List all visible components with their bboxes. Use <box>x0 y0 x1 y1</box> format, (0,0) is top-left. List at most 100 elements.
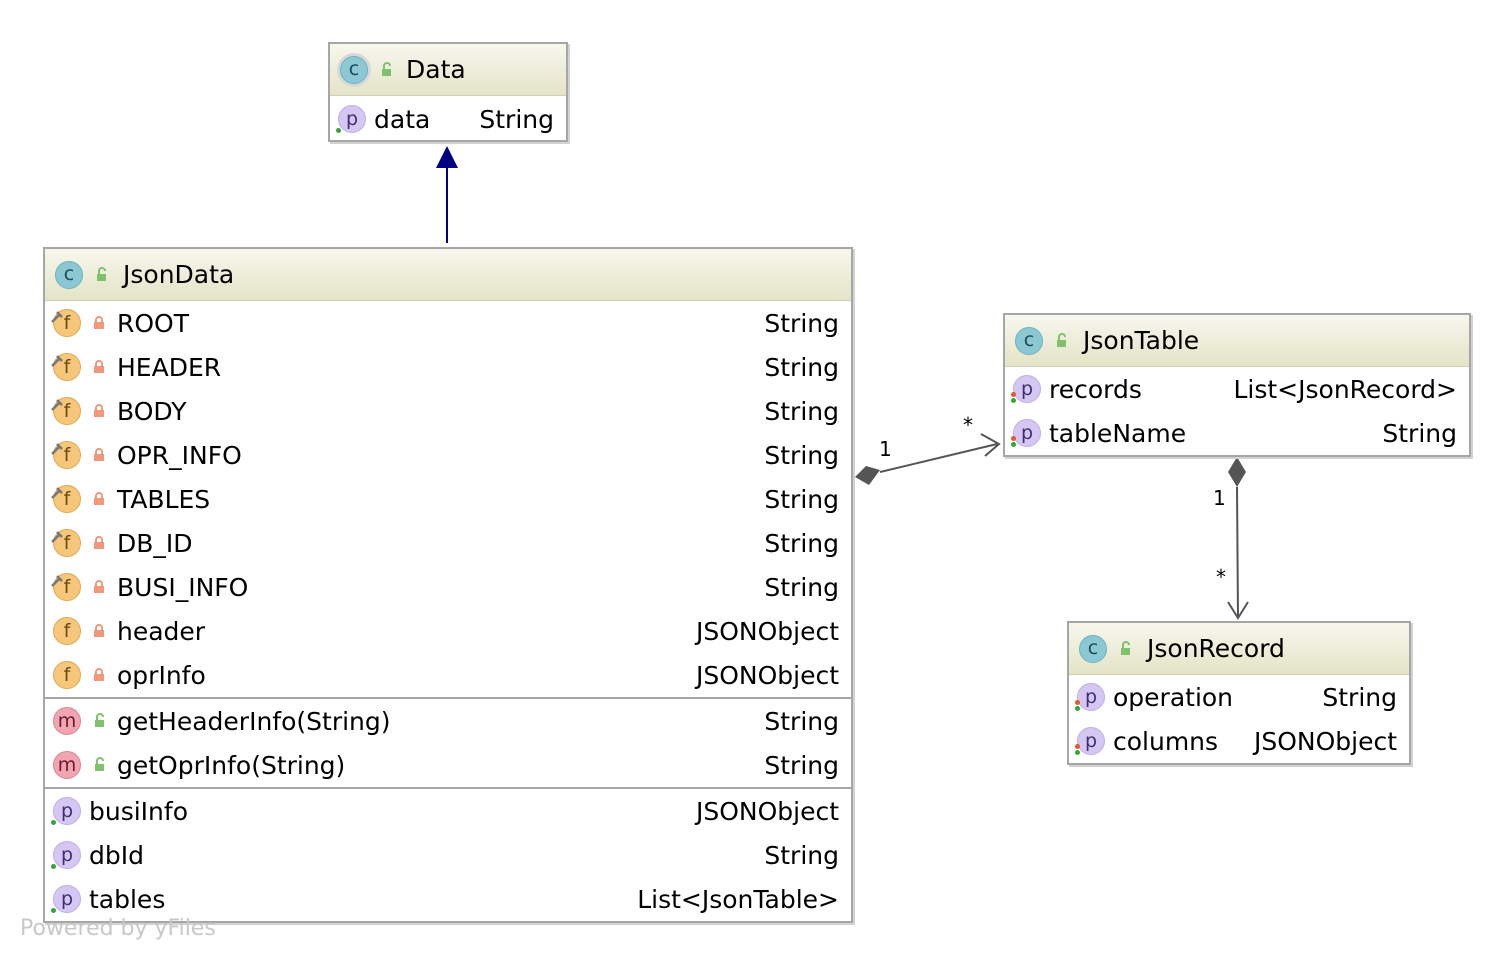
public-visibility-icon <box>97 266 106 281</box>
field-row-static[interactable]: f OPR_INFO String <box>45 433 851 477</box>
field-name: OPR_INFO <box>117 440 242 470</box>
field-row[interactable]: f oprInfo JSONObject <box>45 653 851 697</box>
multiplicity-source-jsondata: 1 <box>879 437 892 461</box>
property-type: String <box>764 840 839 870</box>
property-icon: p <box>1075 683 1105 711</box>
property-type: String <box>479 104 554 134</box>
field-type: String <box>764 528 839 558</box>
property-row[interactable]: p busiInfo JSONObject <box>45 789 851 833</box>
method-row[interactable]: m getOprInfo(String) String <box>45 743 851 787</box>
field-name: ROOT <box>117 308 189 338</box>
property-name: operation <box>1113 682 1234 712</box>
class-name: JsonData <box>123 260 235 289</box>
property-row[interactable]: p data String <box>330 96 566 142</box>
class-icon: c <box>340 55 368 84</box>
field-row-static[interactable]: f BUSI_INFO String <box>45 565 851 609</box>
property-type: List<JsonTable> <box>637 884 839 914</box>
property-icon: p <box>51 797 81 825</box>
private-lock-icon <box>94 360 104 373</box>
multiplicity-source-jsontable: 1 <box>1213 486 1226 510</box>
class-name: JsonRecord <box>1147 634 1285 663</box>
property-row[interactable]: p records List<JsonRecord> <box>1005 367 1469 411</box>
class-icon: c <box>55 260 83 289</box>
property-icon: p <box>1011 419 1041 447</box>
private-lock-icon <box>94 404 104 417</box>
method-name: getHeaderInfo(String) <box>117 706 391 736</box>
private-lock-icon <box>94 536 104 549</box>
field-name: HEADER <box>117 352 222 382</box>
method-name: getOprInfo(String) <box>117 750 346 780</box>
field-name: BUSI_INFO <box>117 572 249 602</box>
class-jsondata[interactable]: c JsonData f ROOT String f HEADER String… <box>43 247 853 923</box>
class-name: Data <box>406 55 466 84</box>
multiplicity-target-jsonrecord: * <box>1216 565 1226 589</box>
property-type: JSONObject <box>695 796 839 826</box>
field-type: String <box>764 440 839 470</box>
property-section: p records List<JsonRecord> p tableName S… <box>1005 367 1469 455</box>
method-icon: m <box>53 707 81 735</box>
watermark: Powered by yFiles <box>20 916 216 941</box>
method-return-type: String <box>764 706 839 736</box>
field-type: String <box>764 572 839 602</box>
field-type: String <box>764 352 839 382</box>
field-type: String <box>764 484 839 514</box>
field-row[interactable]: f header JSONObject <box>45 609 851 653</box>
inheritance-arrowhead <box>436 146 458 168</box>
property-icon: p <box>1011 375 1041 403</box>
class-header-jsonrecord[interactable]: c JsonRecord <box>1069 623 1409 675</box>
private-lock-icon <box>94 580 104 593</box>
static-final-field-icon: f <box>51 353 81 381</box>
public-visibility-icon <box>95 713 104 727</box>
property-row[interactable]: p columns JSONObject <box>1069 719 1409 763</box>
property-icon: p <box>51 841 81 869</box>
property-row[interactable]: p operation String <box>1069 675 1409 719</box>
private-lock-icon <box>94 668 104 681</box>
field-row-static[interactable]: f TABLES String <box>45 477 851 521</box>
static-final-field-icon: f <box>51 397 81 425</box>
class-jsonrecord[interactable]: c JsonRecord p operation String p column… <box>1067 621 1411 765</box>
multiplicity-target-jsontable: * <box>963 413 973 437</box>
static-final-field-icon: f <box>51 529 81 557</box>
composition-edge-jsontable-jsonrecord <box>1236 486 1239 618</box>
field-type: JSONObject <box>695 660 839 690</box>
method-return-type: String <box>764 750 839 780</box>
private-lock-icon <box>94 624 104 637</box>
property-row[interactable]: p tableName String <box>1005 411 1469 455</box>
class-data[interactable]: c Data p data String <box>328 42 568 142</box>
class-header-jsondata[interactable]: c JsonData <box>45 249 851 301</box>
private-lock-icon <box>94 492 104 505</box>
public-visibility-icon <box>1057 332 1066 347</box>
property-row[interactable]: p tables List<JsonTable> <box>45 877 851 921</box>
field-row-static[interactable]: f BODY String <box>45 389 851 433</box>
field-row-static[interactable]: f HEADER String <box>45 345 851 389</box>
property-icon: p <box>51 885 81 913</box>
class-name: JsonTable <box>1083 326 1200 355</box>
class-header-data[interactable]: c Data <box>330 44 566 96</box>
method-row[interactable]: m getHeaderInfo(String) String <box>45 699 851 743</box>
property-name: columns <box>1113 726 1219 756</box>
property-icon: p <box>1075 727 1105 755</box>
method-icon: m <box>53 751 81 779</box>
composition-edge-jsondata-jsontable <box>879 443 998 473</box>
field-icon: f <box>53 617 81 645</box>
static-final-field-icon: f <box>51 485 81 513</box>
static-final-field-icon: f <box>51 573 81 601</box>
field-section: f ROOT String f HEADER String f BODY Str… <box>45 301 851 697</box>
class-header-jsontable[interactable]: c JsonTable <box>1005 315 1469 367</box>
field-name: TABLES <box>117 484 211 514</box>
property-type: String <box>1322 682 1397 712</box>
property-row[interactable]: p dbId String <box>45 833 851 877</box>
field-row-static[interactable]: f ROOT String <box>45 301 851 345</box>
composition-diamond-jsontable <box>1228 457 1246 487</box>
field-name: header <box>117 616 206 646</box>
class-icon: c <box>1015 326 1043 355</box>
field-row-static[interactable]: f DB_ID String <box>45 521 851 565</box>
static-final-field-icon: f <box>51 309 81 337</box>
composition-diamond-jsondata <box>855 466 880 485</box>
private-lock-icon <box>94 316 104 329</box>
field-name: BODY <box>117 396 187 426</box>
property-icon: p <box>336 105 366 133</box>
class-jsontable[interactable]: c JsonTable p records List<JsonRecord> p… <box>1003 313 1471 457</box>
public-visibility-icon <box>1121 640 1130 655</box>
